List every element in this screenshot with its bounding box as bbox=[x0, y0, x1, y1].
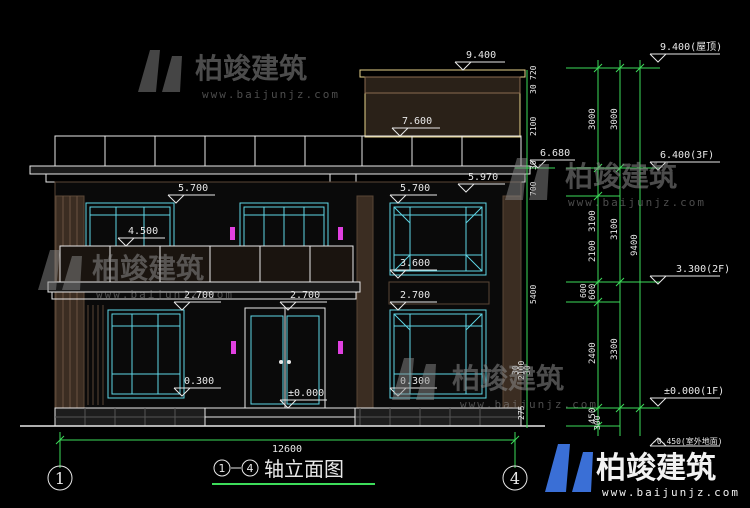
dim-inner-col: 3000 3100 2100 600 2400 450 bbox=[588, 108, 598, 424]
title-bubble-end bbox=[241, 459, 259, 477]
dim-mid-3100: 3100 bbox=[610, 218, 620, 240]
elev-level-2f: 3.300(2F) bbox=[676, 264, 730, 275]
brand-logo-bottom-right: 柏竣建筑 www.baijunjz.com bbox=[545, 444, 740, 499]
brand-logo-icon bbox=[545, 444, 593, 492]
watermark-url: www.baijunjz.com bbox=[96, 288, 234, 301]
watermark-brand: 柏竣建筑 bbox=[195, 52, 307, 85]
elev-sill-0300-right: 0.300 bbox=[400, 376, 430, 387]
level-markers-right bbox=[649, 53, 720, 447]
door-handle-right bbox=[287, 360, 291, 364]
stair-tower-wall bbox=[364, 76, 521, 138]
elev-ground: -0.450(室外地面) bbox=[652, 436, 723, 446]
elev-lintel-2700-right: 2.700 bbox=[400, 290, 430, 301]
dim-small-30d: 30 bbox=[523, 365, 532, 375]
title-bubble-start-text: 1 bbox=[219, 462, 226, 475]
wall-body bbox=[54, 181, 522, 409]
dim-mid-3000: 3000 bbox=[610, 108, 620, 130]
elev-lintel-2700-mid: 2.700 bbox=[290, 290, 320, 301]
dim-mid-3300: 3300 bbox=[610, 338, 620, 360]
elev-balcony-4500: 4.500 bbox=[128, 226, 158, 237]
right-column-a bbox=[356, 195, 374, 409]
drawing-title: 轴立面图 bbox=[264, 457, 344, 481]
brand-logo-text: 柏竣建筑 bbox=[596, 451, 716, 486]
watermark-brand: 柏竣建筑 bbox=[452, 362, 564, 395]
elev-eave-6680: 6.680 bbox=[540, 148, 570, 159]
dim-mid-col: 3000 3100 3300 bbox=[610, 108, 620, 360]
left-pilaster-lines bbox=[62, 196, 78, 408]
axis-label-1: 1 bbox=[55, 469, 65, 488]
brand-logo-url: www.baijunjz.com bbox=[602, 486, 740, 499]
watermark-brand: 柏竣建筑 bbox=[565, 160, 677, 193]
watermark-brand: 柏竣建筑 bbox=[92, 252, 204, 285]
dim-tiny-300: 300 bbox=[593, 415, 602, 430]
dim-tiny-600: 600 bbox=[579, 283, 588, 298]
dim-small-30b: 30 bbox=[529, 160, 538, 170]
axis-bubble-1 bbox=[47, 465, 73, 491]
dim-small-5400: 5400 bbox=[529, 285, 538, 304]
watermark-url: www.baijunjz.com bbox=[568, 196, 706, 209]
axis-bubble-4 bbox=[502, 465, 528, 491]
eave-slab bbox=[29, 165, 531, 175]
watermark-low-right: 柏竣建筑 www.baijunjz.com bbox=[392, 358, 598, 411]
roof-cap bbox=[359, 69, 526, 78]
elev-parapet-3f: 7.600 bbox=[402, 116, 432, 127]
roof-parapet bbox=[54, 135, 522, 167]
dim-inner-3000: 3000 bbox=[588, 108, 598, 130]
eave-slab-under bbox=[45, 173, 357, 183]
elev-roof-top: 9.400 bbox=[466, 50, 496, 61]
parapet-posts bbox=[104, 136, 463, 166]
watermark-logo-icon bbox=[138, 50, 182, 92]
window-2f-right bbox=[389, 202, 487, 276]
elev-level-1f: ±0.000(1F) bbox=[664, 386, 724, 397]
dim-inner-600: 600 bbox=[588, 284, 598, 300]
dim-small-2100a: 2100 bbox=[529, 117, 538, 136]
elev-eave-5970: 5.970 bbox=[468, 172, 498, 183]
elev-roof-top-right: 9.400(屋顶) bbox=[660, 41, 722, 53]
dim-inner-2400: 2400 bbox=[588, 342, 598, 364]
watermark-logo-icon bbox=[392, 358, 436, 400]
elev-floor-0000: ±0.000 bbox=[288, 388, 324, 399]
balcony-railing bbox=[59, 245, 354, 283]
dim-inner-3100: 3100 bbox=[588, 210, 598, 232]
balcony-posts bbox=[109, 246, 311, 282]
title-bubble-end-text: 4 bbox=[247, 462, 254, 475]
balcony-slab-under bbox=[51, 291, 357, 300]
dim-small-30c: 30 bbox=[511, 365, 520, 375]
elev-sill-0300-left: 0.300 bbox=[184, 376, 214, 387]
elev-eave-5700-right: 5.700 bbox=[400, 183, 430, 194]
dim-small-2100b: 2100 bbox=[517, 361, 526, 380]
watermark-url: www.baijunjz.com bbox=[460, 398, 598, 411]
dim-inner-2100: 2100 bbox=[588, 240, 598, 262]
axis-label-4: 4 bbox=[510, 469, 520, 488]
watermark-mid-right: 柏竣建筑 www.baijunjz.com bbox=[505, 158, 706, 209]
watermark-top-left: 柏竣建筑 www.baijunjz.com bbox=[138, 50, 340, 101]
window-1f-left bbox=[107, 309, 185, 399]
left-cladding bbox=[87, 305, 104, 405]
elev-eave-5700-left: 5.700 bbox=[178, 183, 208, 194]
dim-inner-450: 450 bbox=[588, 408, 598, 424]
watermark-logo-icon bbox=[505, 158, 549, 200]
right-floor-band bbox=[388, 281, 490, 305]
elev-sill-3600: 3.600 bbox=[400, 258, 430, 269]
title-bubble-start bbox=[213, 459, 231, 477]
dimension-lines bbox=[55, 60, 660, 485]
watermark-mid-left: 柏竣建筑 www.baijunjz.com bbox=[38, 250, 234, 301]
dim-small-720: 720 bbox=[529, 65, 538, 80]
door-handle-left bbox=[279, 360, 283, 364]
watermark-logo-icon bbox=[38, 250, 82, 290]
dim-small-30a: 30 bbox=[529, 84, 538, 94]
elev-level-3f: 6.400(3F) bbox=[660, 150, 714, 161]
dim-outer-9400: 9400 bbox=[630, 234, 640, 256]
wall-lamps bbox=[230, 227, 343, 354]
watermark-url: www.baijunjz.com bbox=[202, 88, 340, 101]
elev-lintel-2700-left: 2.700 bbox=[184, 290, 214, 301]
dim-small-275: 275 bbox=[517, 405, 526, 420]
overall-width-label: 12600 bbox=[272, 444, 302, 455]
stair-tower-parapet bbox=[364, 76, 521, 94]
